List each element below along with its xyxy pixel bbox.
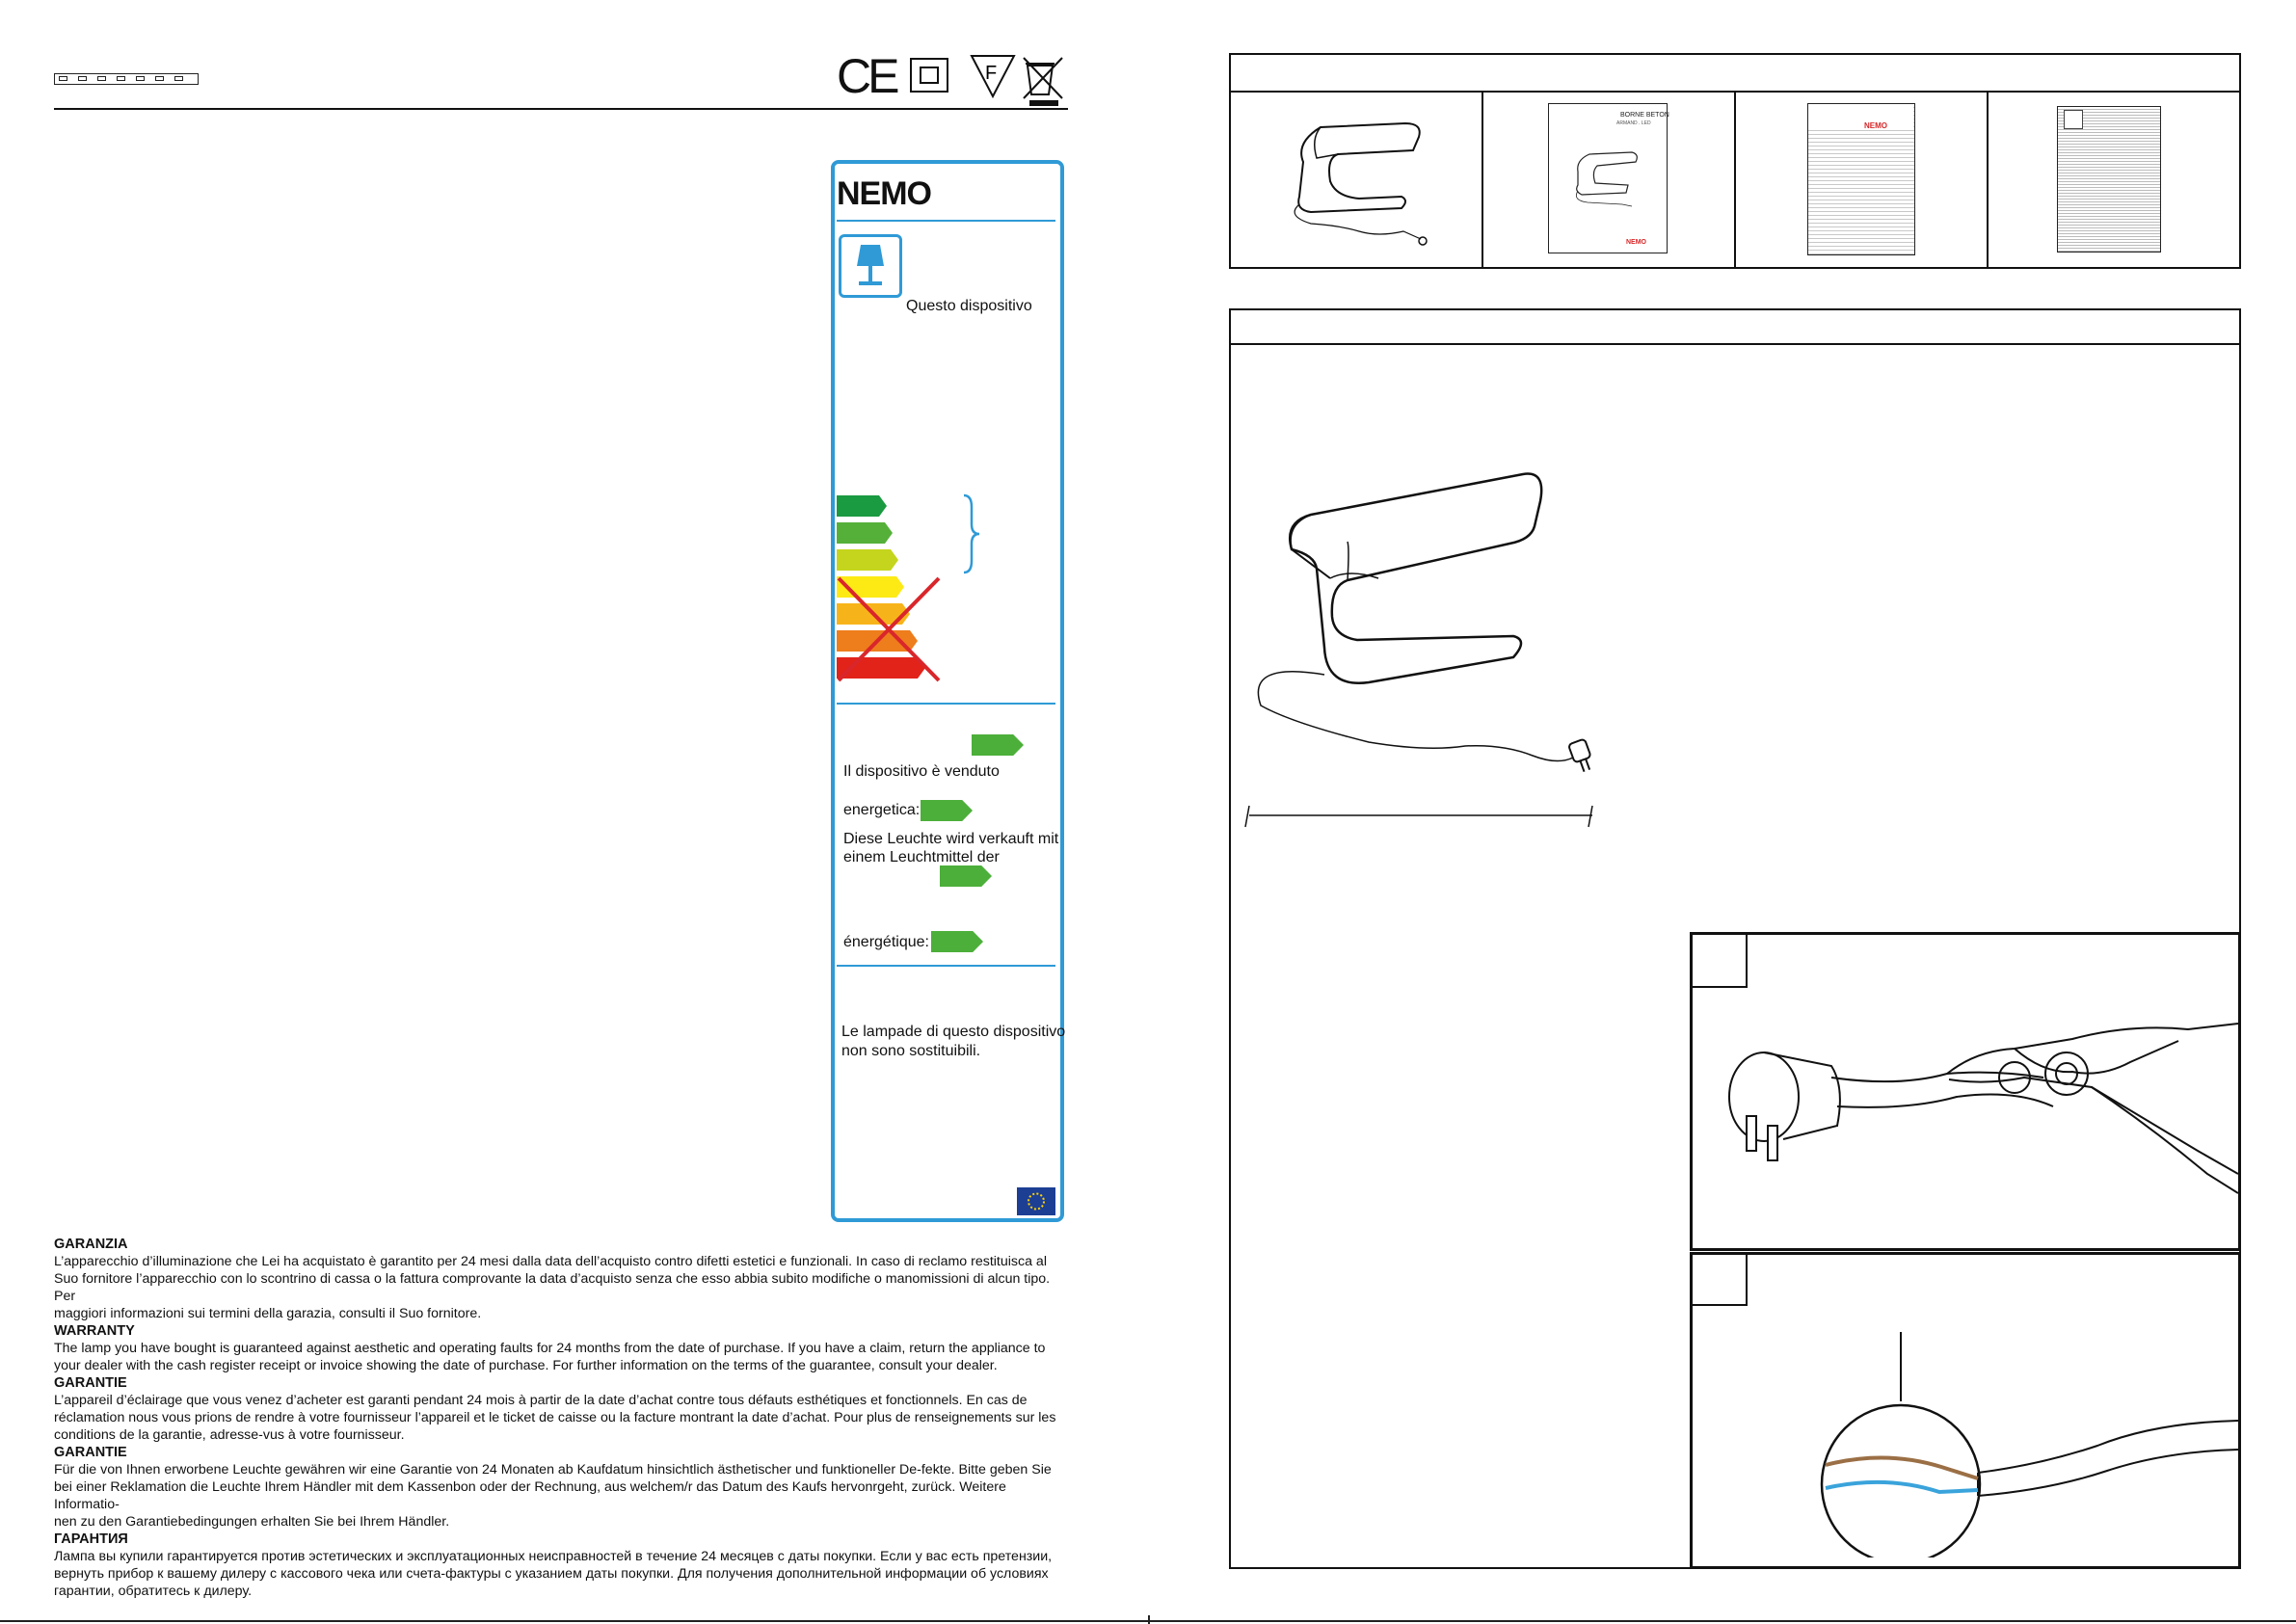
eu-flag-icon: [1017, 1187, 1055, 1215]
cell-divider: [1734, 92, 1736, 269]
warranty-line: conditions de la garantie, adresse-vus à…: [54, 1427, 405, 1443]
label-divider: [837, 220, 1055, 222]
lamps-caption-line2: non sono sostituibili.: [841, 1043, 981, 1059]
label-divider: [837, 965, 1055, 967]
warranty-heading-de: GARANTIE: [54, 1445, 127, 1460]
cut-plug-illustration: [1728, 1023, 2238, 1194]
warranty-line: bei einer Reklamation die Leuchte Ihrem …: [54, 1479, 1006, 1512]
wire-detail-illustration: [1820, 1332, 2238, 1557]
energetica-caption: energetica:: [843, 802, 921, 818]
label-divider: [837, 703, 1055, 705]
step-1-badge: [1692, 934, 1748, 988]
brown-wire: [1825, 1455, 1979, 1480]
sold-caption: Il dispositivo è venduto: [843, 763, 1000, 780]
warranty-line: гарантии, обратитесь к дилеру.: [54, 1584, 253, 1599]
warranty-line: L’appareil d’éclairage que vous venez d’…: [54, 1393, 1028, 1408]
warranty-line: Лампа вы купили гарантируется против эст…: [54, 1549, 1053, 1564]
weee-leaflet-thumbnail: [2057, 106, 2161, 253]
manual-brand: NEMO: [1626, 239, 1646, 246]
energy-class-arrow: [940, 865, 992, 887]
warranty-line: Suo fornitore l’apparecchio con lo scont…: [54, 1271, 1051, 1304]
detail-magnifier: [1820, 1403, 1982, 1557]
pliers-icon: [1946, 1023, 2238, 1194]
panel-header-rule: [1229, 343, 2241, 345]
blue-wire: [1825, 1479, 1979, 1495]
energy-class-arrow: [921, 800, 973, 821]
class-ii-icon: [910, 58, 948, 93]
warranty-heading-it: GARANZIA: [54, 1237, 128, 1252]
manual-cover-subtitle: ARMAND . LED: [1616, 120, 1651, 126]
warranty-line: maggiori informazioni sui termini della …: [54, 1306, 482, 1321]
fold-mark: [1148, 1615, 1150, 1624]
certification-marks: F: [970, 55, 1063, 106]
warranty-line: L’apparecchio d’illuminazione che Lei ha…: [54, 1254, 1047, 1269]
de-caption-line1: Diese Leuchte wird verkauft mit: [843, 831, 1059, 847]
device-caption: Questo dispositivo: [906, 298, 1032, 314]
de-caption-line2: einem Leuchtmittel der: [843, 849, 1000, 865]
warranty-section: GARANZIA L’apparecchio d’illuminazione c…: [54, 1236, 1066, 1600]
energy-class-arrow: [931, 931, 983, 952]
brand-logo-strip: [54, 73, 199, 85]
energy-label: [831, 160, 1064, 1222]
step-2-badge: [1692, 1254, 1748, 1306]
energy-class-scale: [837, 493, 980, 682]
fr-caption: énergétique:: [843, 934, 929, 950]
warranty-heading-ru: ГАРАНТИЯ: [54, 1531, 128, 1547]
step-1-panel: [1690, 932, 2241, 1251]
manual-cover-title: BORNE BETON: [1620, 112, 1669, 119]
energy-bar-7: [837, 657, 925, 679]
lamp-thumbnail: [1294, 121, 1428, 246]
energy-bar-3: [837, 549, 898, 571]
f-triangle-icon: [970, 55, 1016, 99]
cell-divider: [1987, 92, 1989, 269]
f-mark-text: F: [985, 63, 997, 84]
warranty-line: your dealer with the cash register recei…: [54, 1358, 998, 1373]
manual-thumbnail: BORNE BETON ARMAND . LED NEMO: [1548, 103, 1669, 253]
warranty-heading-en: WARRANTY: [54, 1323, 135, 1339]
lamp-icon: [839, 234, 902, 298]
energy-label-brand: NEMO: [837, 175, 932, 212]
step-2-panel: [1690, 1252, 2241, 1569]
plug-icon: [1728, 1052, 1841, 1161]
weee-bin-icon: [1023, 57, 1063, 106]
instruction-leaflet-thumbnail: NEMO: [1807, 103, 1915, 255]
energy-class-arrow: [972, 734, 1024, 756]
lamps-caption-line1: Le lampade di questo dispositivo: [841, 1024, 1066, 1040]
warranty-line: The lamp you have bought is guaranteed a…: [54, 1341, 1046, 1356]
warranty-line: вернуть прибор к вашему дилеру с кассово…: [54, 1566, 1049, 1582]
lamp-illustration: [1244, 472, 1593, 828]
warranty-line: Für die von Ihnen erworbene Leuchte gewä…: [54, 1462, 1052, 1478]
warranty-heading-fr: GARANTIE: [54, 1375, 127, 1391]
cell-divider: [1482, 92, 1483, 269]
warranty-line: nen zu den Garantiebedingungen erhalten …: [54, 1514, 450, 1530]
energy-bar-2: [837, 522, 893, 544]
header-rule: [54, 108, 1068, 110]
warranty-line: réclamation nous vous prions de rendre à…: [54, 1410, 1056, 1425]
energy-bar-1: [837, 495, 887, 517]
range-brace-icon: [963, 493, 980, 574]
leaflet-brand: NEMO: [1864, 121, 1887, 130]
ce-mark-icon: CE: [837, 49, 899, 103]
